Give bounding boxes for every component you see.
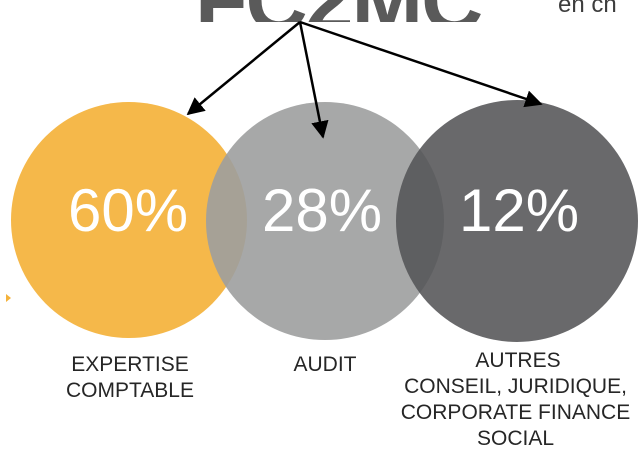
value-expertise: 60% <box>68 177 188 244</box>
arrow-to-expertise <box>186 21 301 116</box>
sublabel-autres: CONSEIL, JURIDIQUE, CORPORATE FINANCE SO… <box>400 375 631 450</box>
arrow-to-audit <box>298 21 329 139</box>
circle-expertise <box>11 102 247 338</box>
bullet-marker <box>6 294 11 302</box>
circle-autres <box>396 100 638 342</box>
label-autres: AUTRES <box>475 349 561 372</box>
value-audit: 28% <box>262 177 382 244</box>
circle-audit <box>206 102 444 340</box>
logo-text: FC2MC <box>195 0 483 22</box>
label-audit: AUDIT <box>293 353 357 376</box>
header: FC2MC en ch <box>0 0 643 22</box>
value-autres: 12% <box>459 177 579 244</box>
arrow-to-autres <box>299 20 543 108</box>
label-expertise: EXPERTISE COMPTABLE <box>66 353 194 402</box>
header-tagline: en ch <box>558 0 617 18</box>
